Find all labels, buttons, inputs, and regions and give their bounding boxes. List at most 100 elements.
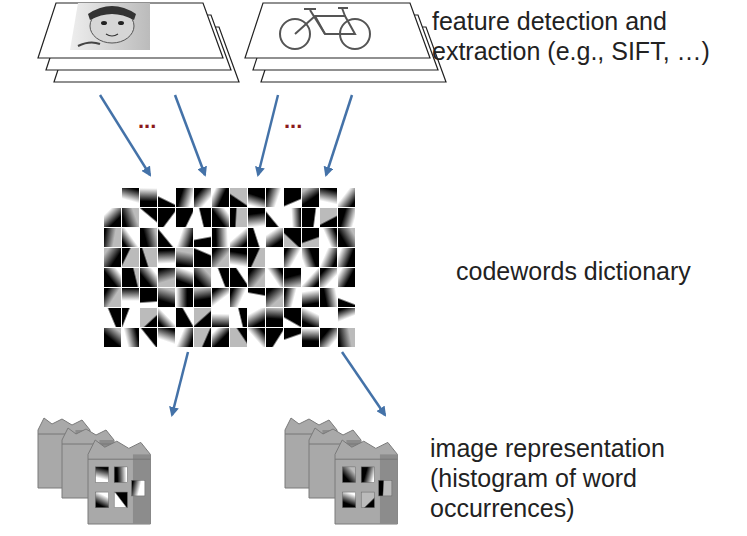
codeword-patch	[212, 308, 229, 327]
codeword-patch	[104, 248, 121, 267]
codeword-patch	[338, 228, 355, 247]
bag-body	[88, 440, 150, 524]
codeword-patch	[194, 288, 211, 307]
codeword-patch	[194, 328, 211, 347]
codeword-patch	[302, 288, 319, 307]
codeword-patch	[266, 268, 283, 287]
bag-fold	[88, 459, 150, 460]
codeword-patch	[361, 492, 374, 508]
codeword-patch	[104, 288, 121, 307]
codeword-patch	[122, 228, 139, 247]
codeword-patch	[342, 492, 355, 508]
codeword-patch	[194, 188, 211, 207]
codeword-patch	[140, 208, 157, 227]
codeword-patch	[266, 288, 283, 307]
flow-arrow	[100, 95, 150, 175]
image-page	[245, 3, 430, 58]
codeword-patch	[379, 480, 392, 496]
codeword-patch	[302, 308, 319, 327]
paper-bag	[335, 440, 397, 524]
codeword-patch	[176, 228, 193, 247]
eye	[101, 21, 107, 25]
codeword-patch	[212, 188, 229, 207]
image-stack	[38, 3, 239, 82]
codeword-patch	[158, 308, 175, 327]
codeword-patch	[104, 228, 121, 247]
codeword-patch	[122, 288, 139, 307]
codeword-patch	[302, 228, 319, 247]
step-label: feature detection and extraction (e.g., …	[432, 6, 742, 66]
codeword-patch	[248, 308, 265, 327]
codeword-patch	[158, 328, 175, 347]
codeword-patch	[114, 492, 127, 508]
codeword-patch	[266, 308, 283, 327]
codeword-patch	[212, 328, 229, 347]
codeword-patch	[122, 208, 139, 227]
codeword-patch	[230, 308, 247, 327]
flow-arrow	[175, 95, 205, 175]
codeword-patch	[266, 328, 283, 347]
step-label: codewords dictionary	[456, 256, 741, 286]
codeword-patch	[158, 268, 175, 287]
codeword-patch	[320, 288, 337, 307]
face-picture	[70, 3, 150, 50]
codeword-patch	[248, 188, 265, 207]
codeword-patch	[230, 328, 247, 347]
codeword-patch	[104, 268, 121, 287]
paper-bag	[88, 440, 150, 524]
ellipsis-mark: ...	[284, 110, 324, 132]
ellipsis-mark: ...	[138, 110, 178, 132]
codeword-grid	[104, 188, 355, 347]
codeword-patch	[266, 228, 283, 247]
codeword-patch	[122, 268, 139, 287]
codeword-patch	[230, 208, 247, 227]
codeword-patch	[95, 467, 108, 483]
codeword-patch	[320, 188, 337, 207]
hair	[88, 6, 136, 20]
codeword-patch	[302, 188, 319, 207]
codeword-patch	[338, 188, 355, 207]
flow-arrow	[326, 95, 352, 175]
codeword-patch	[284, 248, 301, 267]
step-label: image representation (histogram of word …	[430, 433, 725, 523]
codeword-patch	[122, 328, 139, 347]
codeword-patch	[194, 268, 211, 287]
bag-group	[285, 418, 397, 524]
codeword-patch	[266, 188, 283, 207]
eye	[118, 21, 124, 25]
codeword-patch	[342, 467, 355, 483]
codeword-patch	[302, 268, 319, 287]
codeword-patch	[302, 208, 319, 227]
codeword-patch	[338, 208, 355, 227]
codeword-patch	[338, 308, 355, 327]
codeword-patch	[338, 268, 355, 287]
codeword-patch	[230, 228, 247, 247]
codeword-patch	[320, 328, 337, 347]
codeword-patch	[230, 288, 247, 307]
codeword-patch	[140, 188, 157, 207]
handlebar	[338, 7, 348, 9]
codeword-patch	[284, 228, 301, 247]
bag-fold	[62, 444, 114, 445]
flow-arrow	[258, 95, 278, 175]
codeword-patch	[212, 248, 229, 267]
codeword-patch	[320, 228, 337, 247]
codeword-patch	[122, 248, 139, 267]
codeword-patch	[158, 228, 175, 247]
flow-arrow	[172, 352, 188, 415]
flow-arrow	[342, 352, 385, 415]
handlebar-stem	[342, 8, 345, 16]
codeword-patch	[248, 328, 265, 347]
codeword-patch	[284, 208, 301, 227]
codeword-patch	[212, 268, 229, 287]
image-stack	[245, 3, 446, 82]
codeword-patch	[140, 328, 157, 347]
saddle	[304, 8, 316, 10]
codeword-patch	[361, 467, 374, 483]
codeword-patch	[284, 288, 301, 307]
bicycle-picture	[280, 8, 370, 49]
codeword-patch	[302, 328, 319, 347]
codeword-patch	[158, 288, 175, 307]
codeword-patch	[248, 208, 265, 227]
codeword-patch	[140, 248, 157, 267]
